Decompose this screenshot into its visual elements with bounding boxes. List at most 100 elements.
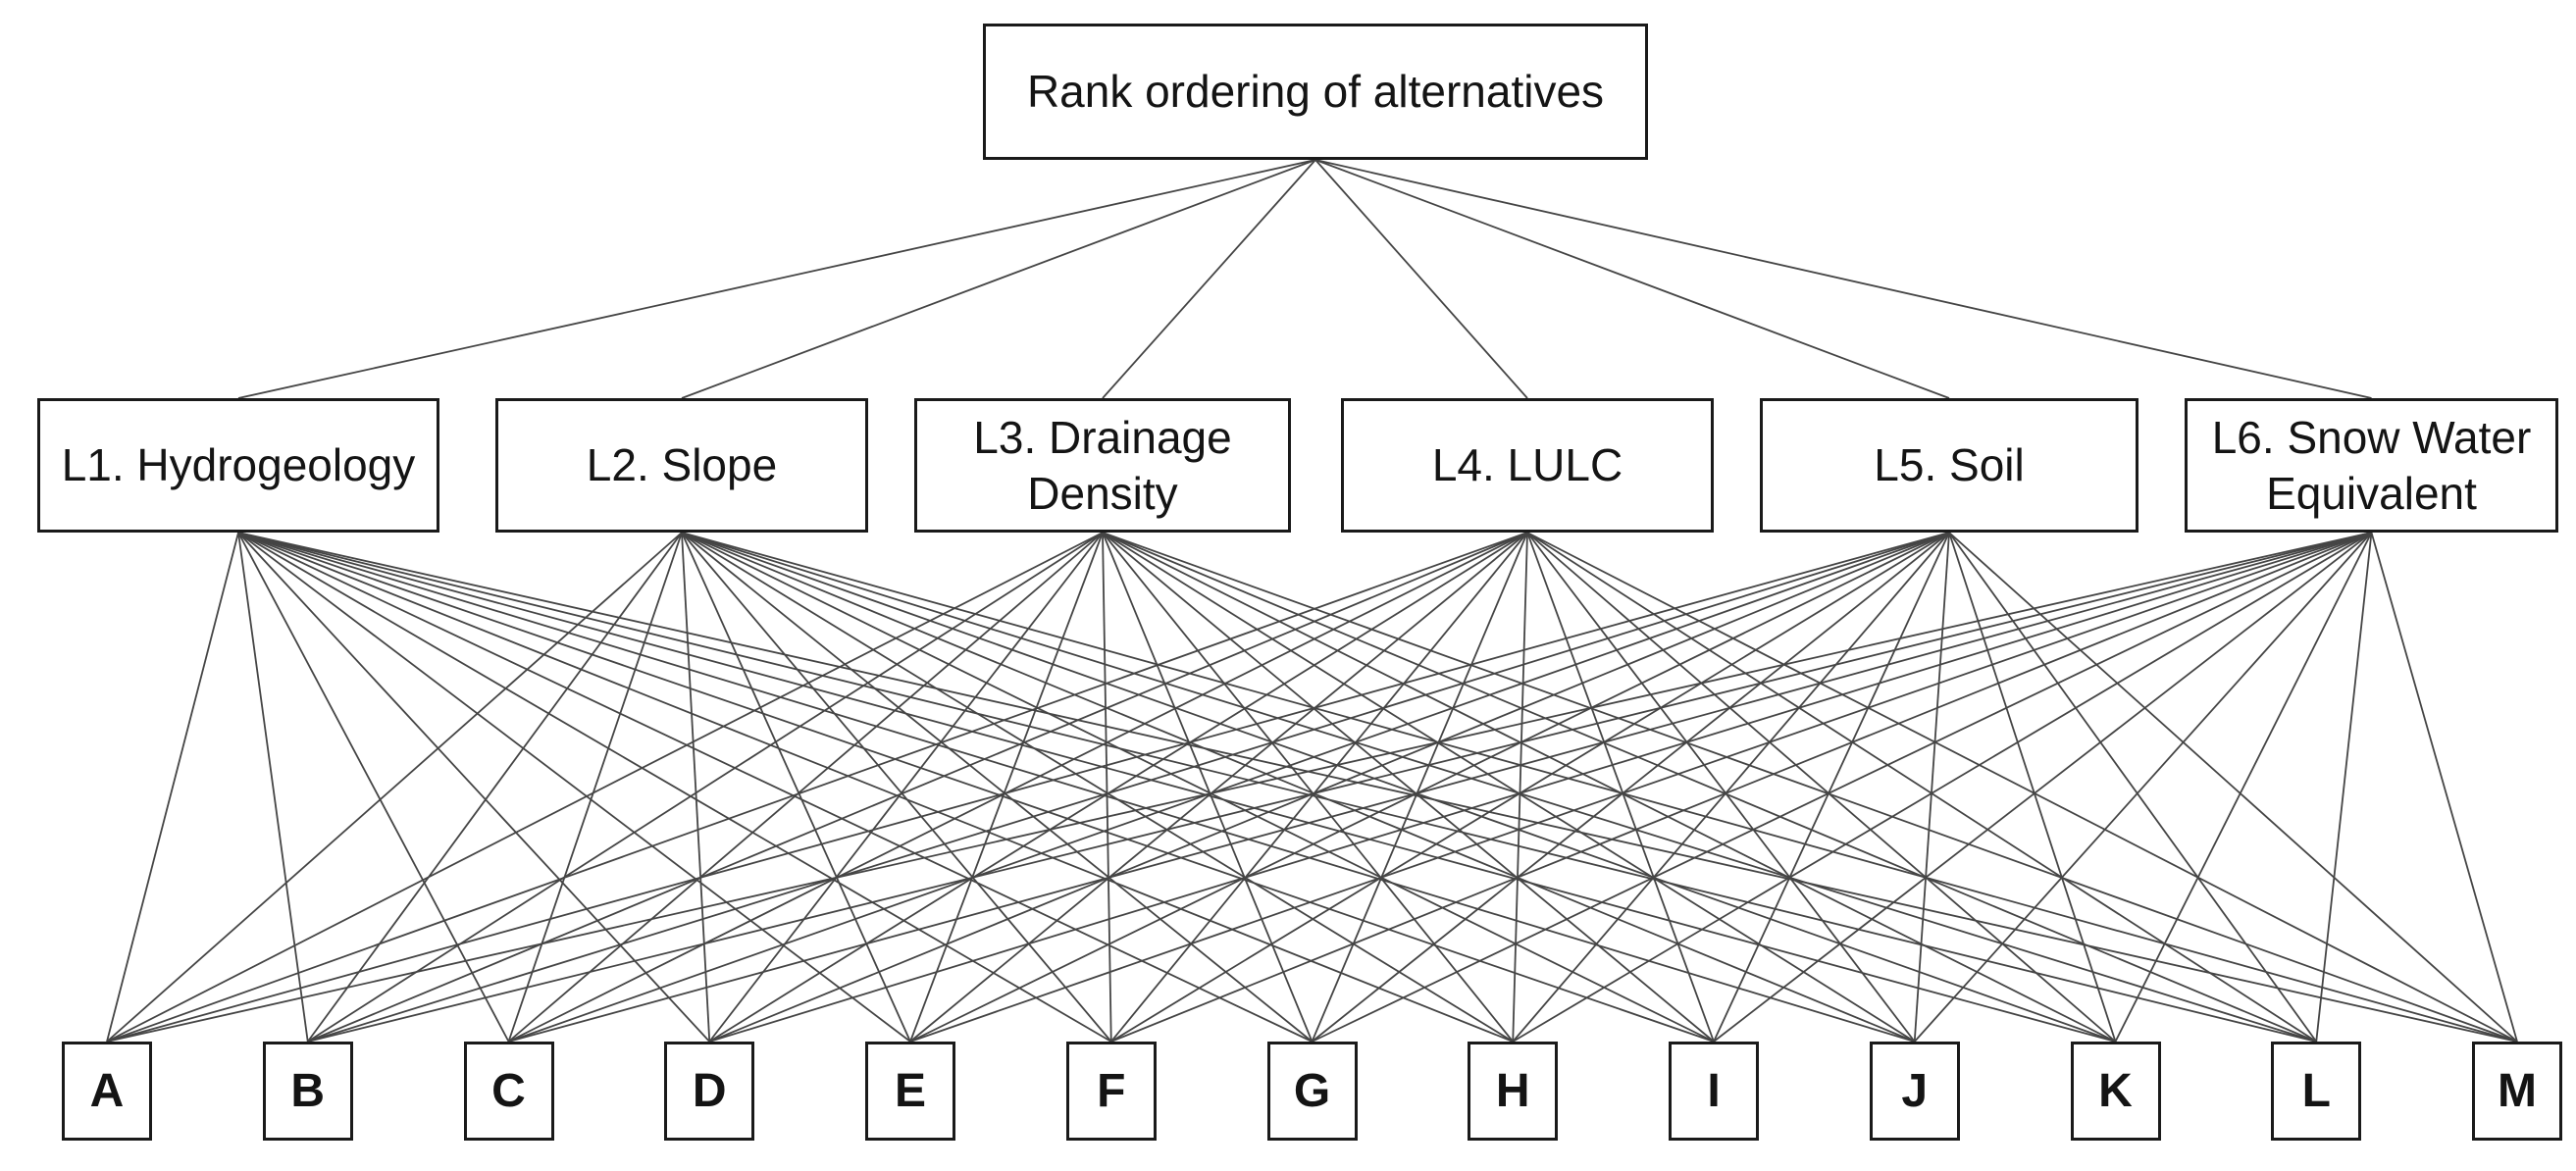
- edge-L3-F: [1102, 532, 1112, 1043]
- edge-L2-K: [681, 532, 2116, 1043]
- edge-L6-J: [1914, 532, 2373, 1043]
- edge-L4-L: [1526, 532, 2317, 1043]
- edge-L4-F: [1110, 532, 1528, 1043]
- edge-goal-L6: [1314, 159, 2372, 399]
- edge-L2-A: [106, 532, 683, 1043]
- alternative-label: D: [692, 1065, 727, 1117]
- edge-L6-F: [1110, 532, 2372, 1043]
- edge-L4-M: [1526, 532, 2518, 1043]
- goal-box: Rank ordering of alternatives: [983, 24, 1648, 160]
- alternative-label: F: [1097, 1065, 1126, 1117]
- edge-L1-K: [237, 532, 2116, 1043]
- alternative-label: A: [89, 1065, 125, 1117]
- edge-L5-H: [1512, 532, 1950, 1043]
- alternative-box-D: D: [664, 1042, 755, 1141]
- edge-L4-D: [708, 532, 1528, 1043]
- criteria-box-L4: L4. LULC: [1341, 398, 1714, 533]
- edge-L2-J: [681, 532, 1916, 1043]
- edge-L6-E: [909, 532, 2372, 1043]
- alternative-box-M: M: [2472, 1042, 2562, 1141]
- edge-L3-I: [1102, 532, 1715, 1043]
- edge-L6-H: [1512, 532, 2372, 1043]
- edge-L6-B: [307, 532, 2372, 1043]
- edge-L2-B: [307, 532, 683, 1043]
- edge-L4-I: [1526, 532, 1715, 1043]
- edge-L3-M: [1102, 532, 2518, 1043]
- criteria-box-L1: L1. Hydrogeology: [37, 398, 439, 533]
- criteria-label: L4. LULC: [1431, 439, 1623, 491]
- criteria-box-L5: L5. Soil: [1760, 398, 2138, 533]
- alternative-label: B: [290, 1065, 326, 1117]
- edge-goal-L3: [1102, 159, 1316, 399]
- alternative-box-I: I: [1669, 1042, 1759, 1141]
- edge-L5-L: [1948, 532, 2317, 1043]
- edge-L4-B: [307, 532, 1528, 1043]
- alternative-label: L: [2301, 1065, 2331, 1117]
- edge-L2-C: [507, 532, 683, 1043]
- alternative-box-C: C: [463, 1042, 554, 1141]
- edge-L2-L: [681, 532, 2317, 1043]
- edge-L2-F: [681, 532, 1112, 1043]
- alternative-box-G: G: [1266, 1042, 1358, 1141]
- edge-L6-K: [2114, 532, 2373, 1043]
- criteria-label: L1. Hydrogeology: [61, 439, 416, 491]
- alternative-label: H: [1495, 1065, 1530, 1117]
- edge-goal-L4: [1314, 159, 1528, 399]
- edge-L6-G: [1312, 532, 2372, 1043]
- alternative-box-L: L: [2271, 1042, 2362, 1141]
- edge-L3-G: [1102, 532, 1314, 1043]
- alternative-box-K: K: [2070, 1042, 2161, 1141]
- edge-L3-D: [708, 532, 1104, 1043]
- alternative-label: M: [2498, 1065, 2537, 1117]
- edge-goal-L5: [1314, 159, 1950, 399]
- criteria-label: L3. Drainage Density: [973, 412, 1232, 519]
- edge-L5-G: [1311, 532, 1950, 1043]
- alternative-box-A: A: [62, 1042, 152, 1141]
- edge-L5-M: [1948, 532, 2518, 1043]
- edge-L1-J: [237, 532, 1916, 1043]
- alternative-box-F: F: [1065, 1042, 1157, 1141]
- criteria-box-L3: L3. Drainage Density: [914, 398, 1291, 533]
- edge-L1-D: [237, 532, 710, 1043]
- edge-L1-E: [237, 532, 911, 1043]
- edge-L4-C: [508, 532, 1528, 1043]
- edge-L6-M: [2370, 532, 2518, 1043]
- edge-L4-K: [1526, 532, 2117, 1043]
- edge-L2-M: [681, 532, 2518, 1043]
- edge-L1-C: [237, 532, 510, 1043]
- edge-L1-G: [237, 532, 1313, 1043]
- edge-L3-J: [1102, 532, 1916, 1043]
- edge-L1-I: [237, 532, 1715, 1043]
- edge-L4-A: [106, 532, 1528, 1043]
- edge-L2-I: [681, 532, 1715, 1043]
- edge-L3-H: [1102, 532, 1514, 1043]
- alternative-label: E: [894, 1065, 926, 1117]
- alternative-box-H: H: [1468, 1042, 1559, 1141]
- goal-label: Rank ordering of alternatives: [1026, 66, 1605, 118]
- edge-L4-G: [1311, 532, 1528, 1043]
- edge-L6-L: [2315, 532, 2373, 1043]
- edge-goal-L1: [237, 159, 1316, 399]
- edge-L2-E: [681, 532, 911, 1043]
- edge-L6-I: [1713, 532, 2373, 1043]
- criteria-box-L2: L2. Slope: [495, 398, 868, 533]
- alternative-label: K: [2098, 1065, 2133, 1117]
- criteria-label: L6. Snow Water Equivalent: [2211, 412, 2532, 519]
- edge-L5-K: [1948, 532, 2117, 1043]
- edge-L5-F: [1110, 532, 1950, 1043]
- edge-L5-I: [1713, 532, 1950, 1043]
- edge-L2-H: [681, 532, 1514, 1043]
- edge-L5-B: [307, 532, 1950, 1043]
- criteria-label: L2. Slope: [586, 439, 778, 491]
- alternative-label: J: [1901, 1065, 1929, 1117]
- criteria-label: L5. Soil: [1874, 439, 2025, 491]
- alternative-box-E: E: [865, 1042, 955, 1141]
- edge-L2-D: [681, 532, 711, 1043]
- criteria-box-L6: L6. Snow Water Equivalent: [2185, 398, 2558, 533]
- edge-L5-A: [106, 532, 1950, 1043]
- edge-L1-H: [237, 532, 1514, 1043]
- edge-L4-J: [1526, 532, 1916, 1043]
- edge-L5-E: [909, 532, 1950, 1043]
